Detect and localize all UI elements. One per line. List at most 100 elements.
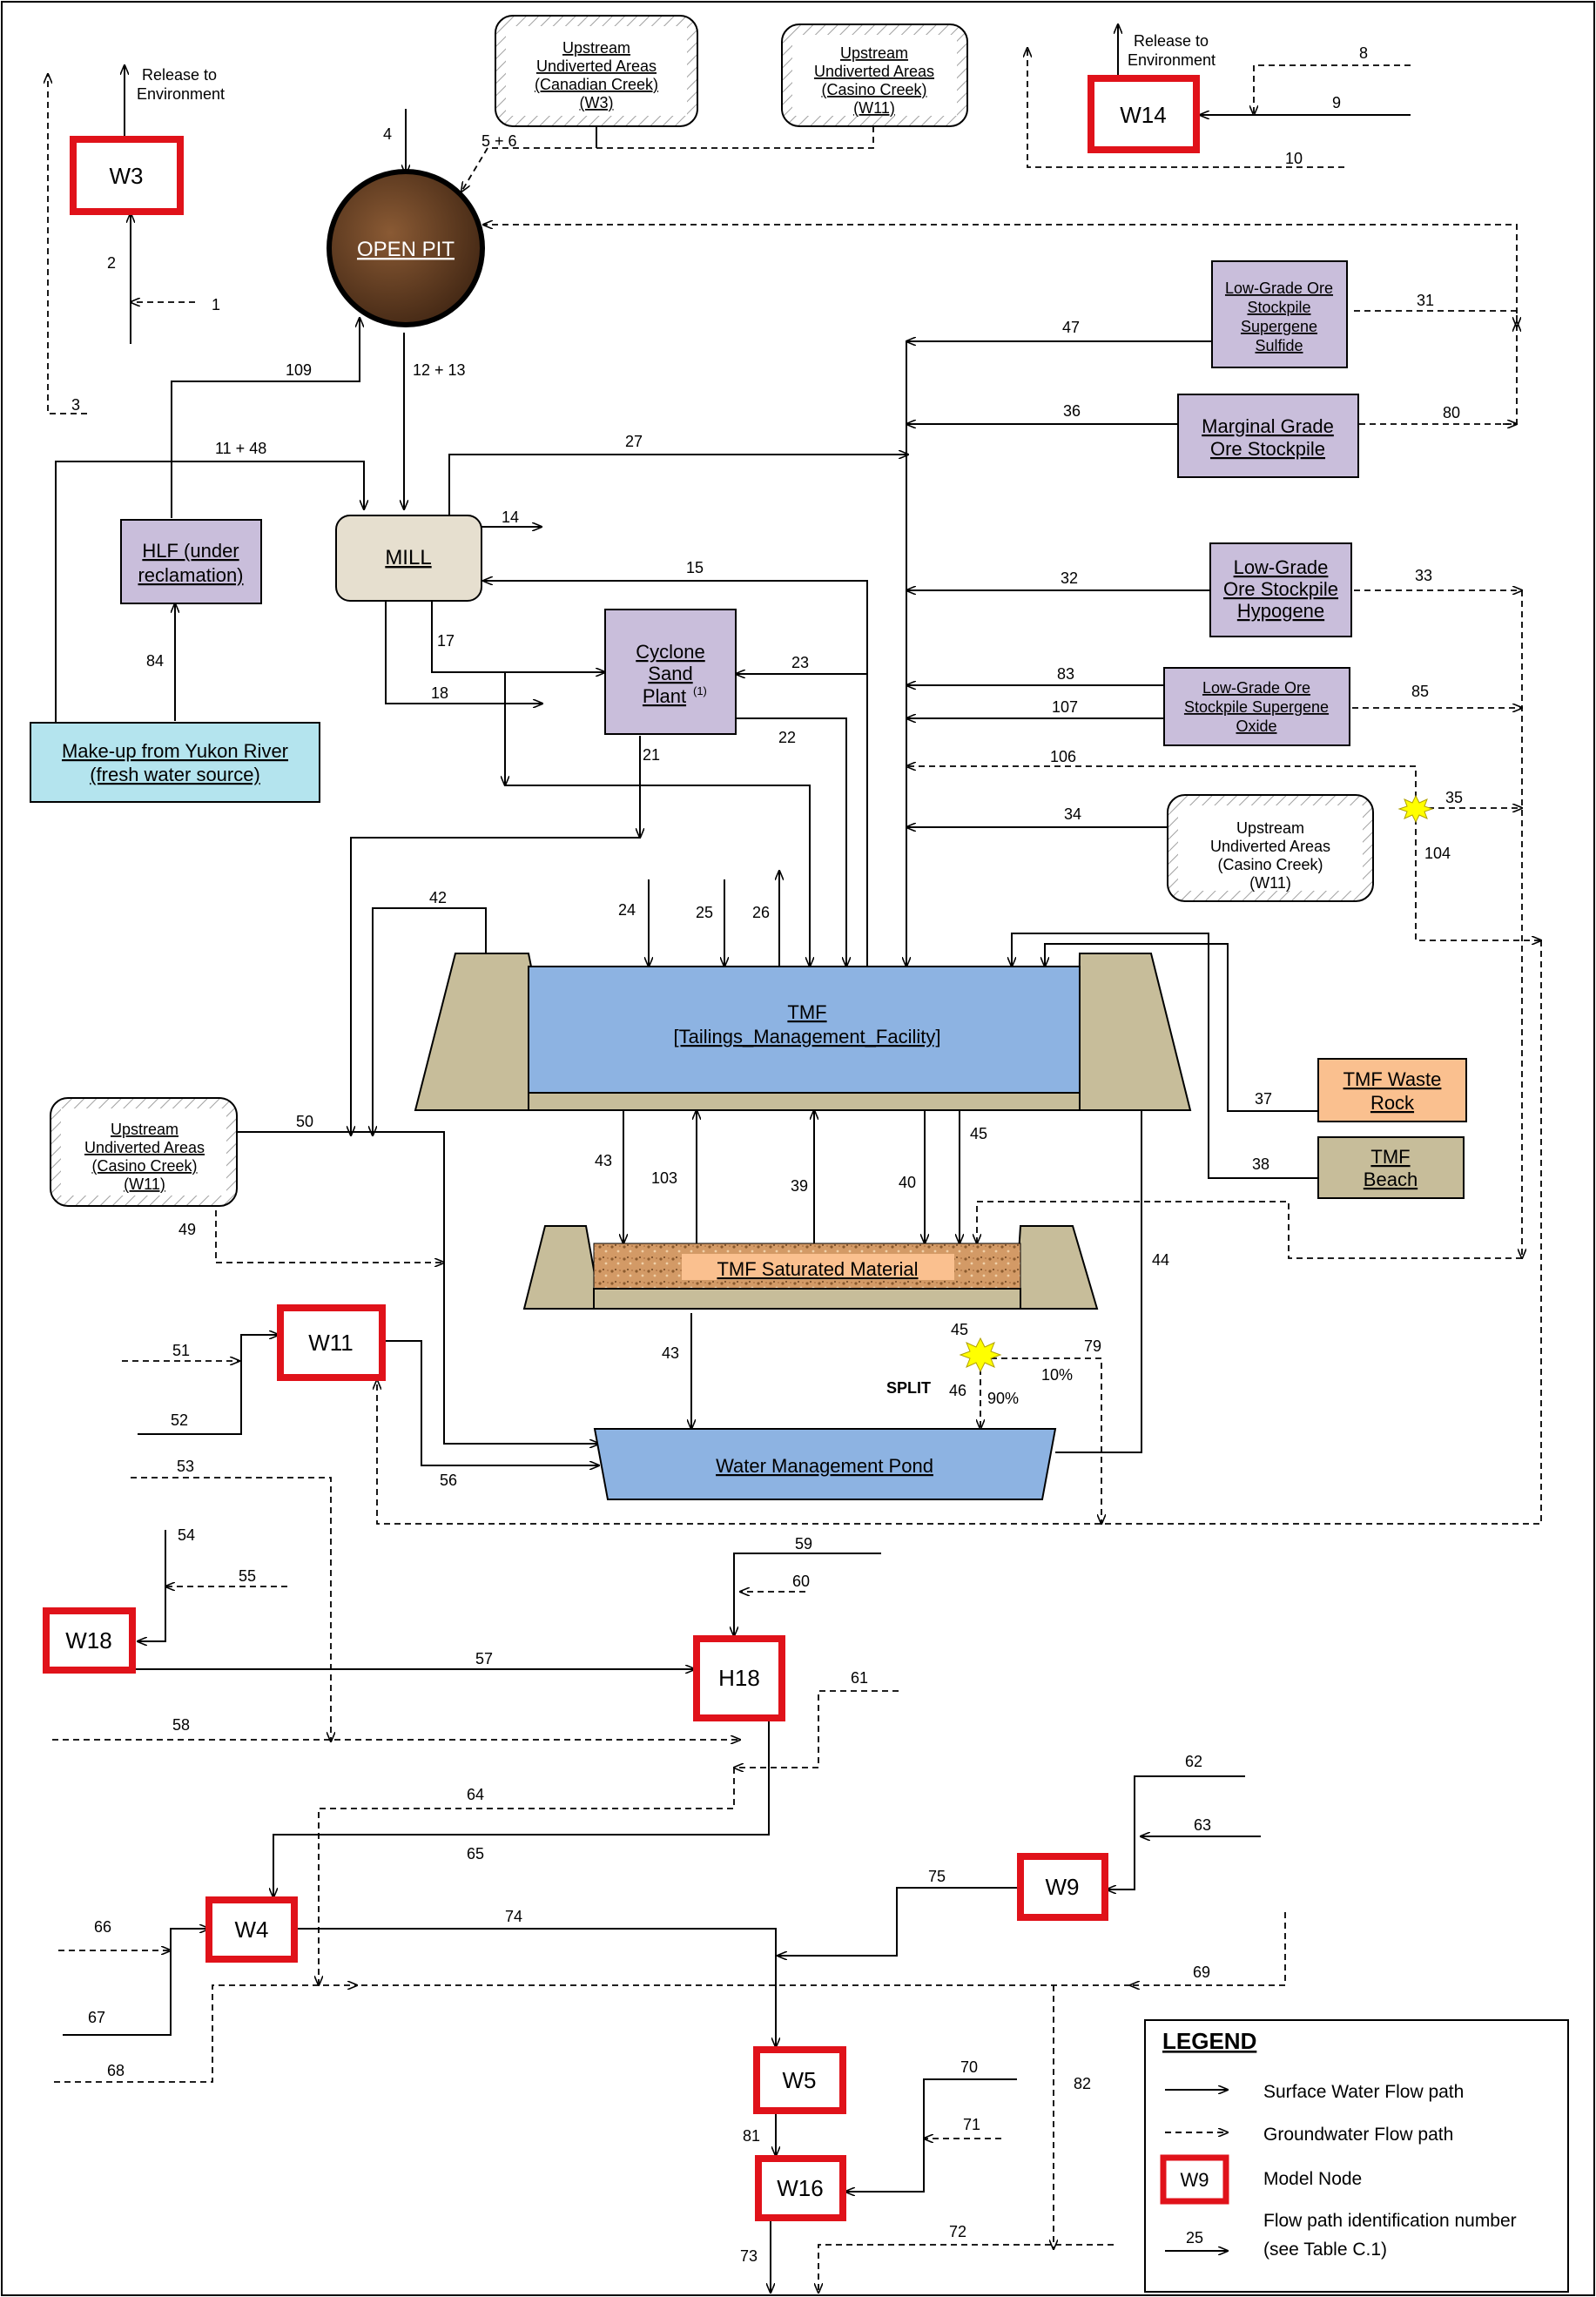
flow-label: 59 — [795, 1535, 812, 1553]
legend-id-sample: 25 — [1186, 2229, 1203, 2246]
flow-label: 57 — [475, 1650, 493, 1667]
flow-label: 45 — [951, 1321, 968, 1338]
flow-label: 43 — [595, 1152, 612, 1169]
upstream-canadian-creek-w3: Upstream Undiverted Areas (Canadian Cree… — [495, 15, 698, 127]
box-line: Sulfide — [1255, 337, 1303, 354]
legend-title: LEGEND — [1162, 2028, 1256, 2054]
box-line: Ore Stockpile — [1210, 438, 1325, 460]
lgo-stockpile-supergene-sulfide: Low-Grade Ore Stockpile Supergene Sulfid… — [1211, 260, 1348, 368]
box-line: Undiverted Areas — [814, 63, 934, 80]
flow-label: 10 — [1285, 150, 1303, 167]
cyclone-sand-plant: Cyclone Sand Plant (1) — [604, 609, 737, 735]
flow-label: 104 — [1424, 845, 1451, 862]
flow-label: 53 — [177, 1458, 194, 1475]
flow-label: 11 + 48 — [215, 440, 266, 457]
hlf-under-reclamation: HLF (under reclamation) — [120, 519, 262, 604]
legend: LEGEND Surface Water Flow path Groundwat… — [1144, 2019, 1569, 2293]
flow-label: 33 — [1415, 567, 1432, 584]
node-label: W11 — [308, 1330, 354, 1356]
flow-id-labels: 1 2 3 4 5 + 6 8 9 10 109 12 + 13 11 + 48… — [71, 44, 1463, 2265]
box-line: Undiverted Areas — [1210, 838, 1330, 855]
node-label: W3 — [110, 163, 144, 189]
flow-label: 32 — [1061, 569, 1078, 587]
box-line: [Tailings_Management_Facility] — [674, 1026, 941, 1047]
wmp-label: Water Management Pond — [716, 1455, 933, 1477]
flow-label: 47 — [1062, 319, 1080, 336]
flow-label: 80 — [1443, 404, 1460, 421]
mill: MILL — [335, 515, 482, 602]
flow-label: 82 — [1074, 2075, 1091, 2092]
box-line: Plant — [643, 685, 686, 707]
makeup-yukon-river: Make-up from Yukon River (fresh water so… — [30, 722, 320, 803]
upstream-casino-creek-w11-right: Upstream Undiverted Areas (Casino Creek)… — [1167, 794, 1374, 902]
box-line: Beach — [1364, 1169, 1418, 1190]
node-w11: W11 — [277, 1304, 386, 1381]
flow-label: 74 — [505, 1908, 522, 1925]
box-line: (Casino Creek) — [1217, 856, 1323, 873]
box-line: TMF — [787, 1001, 826, 1023]
flow-label: 62 — [1185, 1753, 1202, 1770]
node-label: W18 — [65, 1627, 111, 1654]
flow-label: 9 — [1332, 94, 1341, 111]
flow-label: 64 — [467, 1786, 484, 1803]
box-line: (Canadian Creek) — [535, 76, 658, 93]
box-line: Oxide — [1236, 717, 1276, 735]
node-label: H18 — [718, 1665, 760, 1691]
release-label: Release to — [142, 66, 217, 84]
tmf-saturated-material: TMF Saturated Material — [522, 1225, 1099, 1310]
surface-flow-lines — [55, 24, 1411, 2293]
open-pit: OPEN PIT — [327, 169, 485, 327]
mill-label: MILL — [385, 546, 431, 569]
upstream-casino-creek-w11-left: Upstream Undiverted Areas (Casino Creek)… — [50, 1097, 238, 1207]
flow-label: 50 — [296, 1113, 313, 1130]
flow-label: 85 — [1411, 683, 1429, 700]
flow-label: 14 — [502, 509, 519, 526]
flow-label: 71 — [963, 2116, 980, 2133]
flow-label: 43 — [662, 1344, 679, 1362]
flow-label: 54 — [178, 1526, 195, 1544]
flow-label: 49 — [178, 1221, 196, 1238]
node-w3: W3 — [70, 136, 184, 215]
split-starburst-icon — [959, 1337, 1002, 1373]
flow-label: 68 — [107, 2062, 125, 2079]
lgo-stockpile-supergene-oxide: Low-Grade Ore Stockpile Supergene Oxide — [1163, 667, 1350, 746]
split-label: SPLIT — [886, 1379, 931, 1397]
flow-label: 39 — [791, 1177, 808, 1195]
flow-label: 3 — [71, 396, 80, 414]
box-line: Stockpile — [1247, 299, 1310, 316]
flow-label: 42 — [429, 889, 447, 906]
box-line: Ore Stockpile — [1223, 578, 1338, 600]
flow-label: 106 — [1050, 748, 1076, 765]
box-line: Upstream — [111, 1121, 178, 1138]
box-line: Stockpile Supergene — [1184, 698, 1329, 716]
flow-label: 103 — [651, 1169, 677, 1187]
flow-label: 17 — [437, 632, 455, 650]
tmf-waste-rock: TMF Waste Rock — [1317, 1058, 1467, 1122]
node-label: W4 — [235, 1916, 269, 1943]
flow-label: 63 — [1194, 1816, 1211, 1834]
legend-ground-label: Groundwater Flow path — [1263, 2125, 1453, 2145]
box-line: HLF (under — [142, 540, 239, 562]
flow-label: 15 — [686, 559, 704, 576]
box-line: Marginal Grade — [1202, 415, 1334, 437]
flow-label: 56 — [440, 1472, 457, 1489]
tmf-tailings-facility: TMF [Tailings_Management_Facility] — [414, 953, 1192, 1111]
flow-label: 75 — [928, 1868, 946, 1885]
legend-id-label: Flow path identification number — [1263, 2211, 1517, 2231]
flow-label: 4 — [383, 125, 392, 143]
flow-label: 107 — [1052, 698, 1078, 716]
box-line: (Casino Creek) — [821, 81, 926, 98]
legend-id-label: (see Table C.1) — [1263, 2240, 1387, 2260]
flow-label: 21 — [643, 746, 660, 764]
node-label: W5 — [783, 2067, 817, 2093]
release-label: Environment — [1128, 51, 1216, 69]
box-line: Low-Grade — [1234, 556, 1329, 578]
flow-label: 66 — [94, 1918, 111, 1936]
box-line: Cyclone — [636, 641, 704, 663]
groundwater-flow-lines — [48, 48, 1541, 2293]
box-line: Upstream — [1236, 819, 1304, 837]
flow-label: 44 — [1152, 1251, 1169, 1269]
footnote-marker: (1) — [693, 684, 707, 697]
box-line: (Casino Creek) — [91, 1157, 197, 1175]
